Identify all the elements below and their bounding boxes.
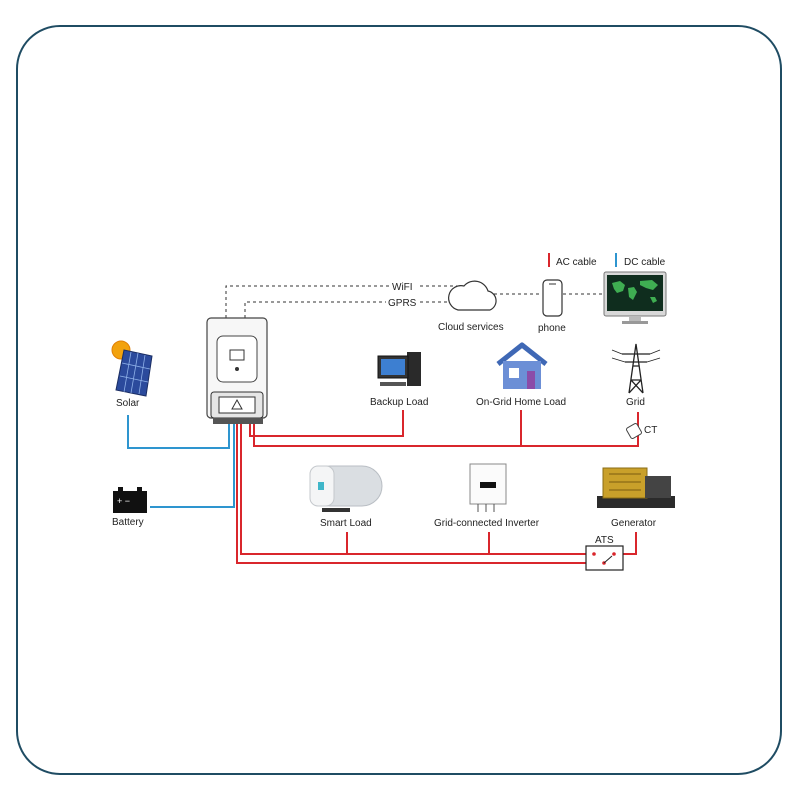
- battery-dc-cable: [150, 424, 235, 508]
- generator-icon: [597, 467, 675, 508]
- wifi-label: WiFI: [392, 282, 413, 293]
- grid-inverter-label: Grid-connected Inverter: [434, 518, 540, 529]
- pc-keyboard: [380, 382, 406, 386]
- heater-bracket: [322, 508, 350, 512]
- ct-sensor-icon: [626, 423, 642, 439]
- string-inverter-ports: [477, 504, 495, 512]
- home-icon: [496, 342, 548, 389]
- solar-panel-icon: [111, 340, 153, 397]
- battery-polarity: + −: [117, 496, 130, 506]
- inverter-led: [235, 367, 239, 371]
- ats-label: ATS: [595, 535, 614, 546]
- grid-label: Grid: [626, 397, 645, 408]
- gprs-label: GPRS: [388, 298, 417, 309]
- string-inverter-screen: [480, 482, 496, 488]
- cloud-icon: [448, 280, 497, 311]
- heater-display: [318, 482, 324, 490]
- dc-cables: [127, 415, 235, 508]
- ats-contact-1: [592, 552, 596, 556]
- outer-frame: [16, 25, 782, 775]
- home-roof: [496, 342, 548, 366]
- ct-label: CT: [644, 425, 657, 436]
- phone-label: phone: [538, 323, 566, 334]
- power-tower-icon: [611, 343, 661, 394]
- legend-dc-label: DC cable: [624, 257, 666, 268]
- ats-contact-2: [612, 552, 616, 556]
- pc-monitor-screen: [381, 359, 405, 375]
- pc-tower: [407, 352, 421, 386]
- comm-lines: [225, 285, 602, 318]
- ats-box: [585, 545, 624, 571]
- battery-terminal-neg: [137, 487, 142, 491]
- water-heater-icon: [309, 465, 383, 512]
- backup-load-cable: [249, 410, 404, 437]
- generator-base: [597, 496, 675, 508]
- cloud-label: Cloud services: [438, 322, 504, 333]
- ac-cables: [236, 410, 639, 564]
- inverter-port-strip: [213, 418, 263, 424]
- battery-label: Battery: [112, 517, 144, 528]
- legend: AC cable DC cable: [548, 253, 666, 268]
- ats-lower-feed: [236, 424, 592, 564]
- battery-icon: + −: [113, 487, 147, 513]
- solar-dc-cable: [127, 415, 230, 449]
- warning-icon: [231, 398, 243, 410]
- ats-blade: [603, 555, 613, 564]
- home-walls: [503, 361, 541, 389]
- tower-frame: [622, 343, 650, 394]
- cloud-shape: [448, 280, 497, 311]
- ats-switch: ATS: [585, 535, 624, 571]
- gprs-link: [244, 301, 386, 318]
- smart-load-label: Smart Load: [320, 518, 372, 529]
- backup-load-label: Backup Load: [370, 397, 428, 408]
- world-map: [612, 280, 658, 303]
- battery-terminal-pos: [118, 487, 123, 491]
- monitor-base: [622, 321, 648, 324]
- phone-body: [542, 279, 563, 317]
- monitor-icon: [603, 271, 667, 324]
- computer-icon: [377, 352, 421, 386]
- phone-icon: [542, 279, 563, 317]
- home-window: [509, 368, 519, 378]
- inverter-terminal-cover: [218, 396, 256, 414]
- tower-wires: [611, 349, 661, 363]
- monitor-stand: [629, 316, 641, 321]
- battery-body: [113, 491, 147, 513]
- generator-detail: [609, 473, 641, 491]
- string-inverter-icon: [469, 463, 507, 512]
- generator-radiator: [645, 476, 671, 498]
- hybrid-inverter: [206, 317, 268, 424]
- home-load-label: On-Grid Home Load: [476, 397, 566, 408]
- ct-sensor: [626, 423, 642, 439]
- home-door: [527, 371, 535, 389]
- solar-panel-grid: [119, 351, 151, 395]
- wifi-link: [225, 285, 390, 318]
- generator-cable: [620, 532, 637, 555]
- grid-cable: [253, 412, 639, 447]
- smart-load-cable: [240, 424, 348, 555]
- generator-label: Generator: [611, 518, 657, 529]
- generator-engine: [602, 467, 648, 499]
- solar-label: Solar: [116, 398, 140, 409]
- legend-ac-label: AC cable: [556, 257, 597, 268]
- inverter-screen: [229, 349, 245, 361]
